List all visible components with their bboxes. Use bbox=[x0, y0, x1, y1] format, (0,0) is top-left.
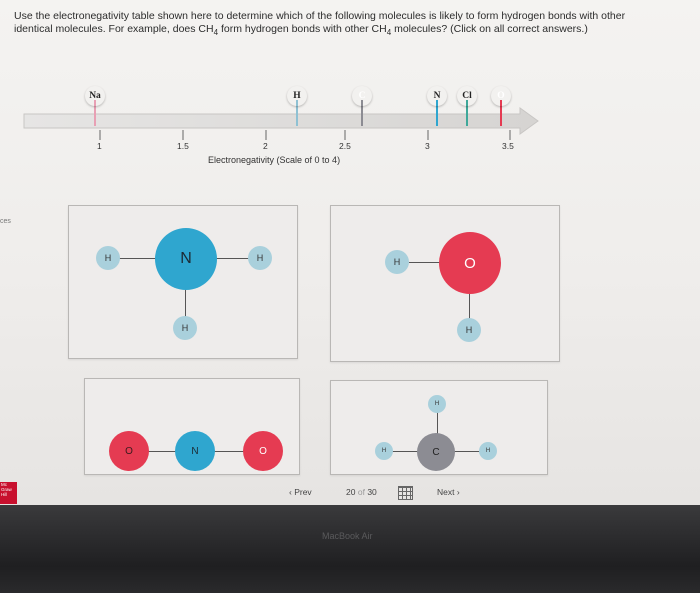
scale-axis-label: Electronegativity (Scale of 0 to 4) bbox=[208, 155, 341, 165]
hydrogen-atom: H bbox=[248, 246, 272, 270]
bond bbox=[469, 270, 470, 324]
hydrogen-atom: H bbox=[457, 318, 481, 342]
tick-label: 2 bbox=[263, 141, 268, 151]
answer-card-no2[interactable]: O N O bbox=[84, 378, 300, 475]
tick-label: 1.5 bbox=[177, 141, 189, 151]
question-line-1: Use the electronegativity table shown he… bbox=[14, 10, 626, 22]
left-side-tab[interactable]: ces bbox=[0, 218, 11, 225]
question-text: Use the electronegativity table shown he… bbox=[14, 10, 626, 38]
tick-label: 2.5 bbox=[339, 141, 351, 151]
tick-label: 3.5 bbox=[502, 141, 514, 151]
carbon-atom: C bbox=[417, 433, 455, 471]
hydrogen-atom: H bbox=[96, 246, 120, 270]
electronegativity-scale bbox=[0, 78, 700, 178]
chevron-left-icon: ‹ bbox=[289, 487, 295, 497]
element-n: N bbox=[427, 86, 447, 106]
oxygen-atom: O bbox=[109, 431, 149, 471]
nitrogen-atom: N bbox=[155, 228, 217, 290]
element-cl: Cl bbox=[457, 86, 477, 106]
hydrogen-atom: H bbox=[479, 442, 497, 460]
element-na: Na bbox=[85, 86, 105, 106]
bond bbox=[437, 411, 438, 437]
chevron-right-icon: › bbox=[454, 487, 460, 497]
bezel-brand-text: MacBook Air bbox=[322, 531, 373, 541]
oxygen-atom: O bbox=[243, 431, 283, 471]
hydrogen-atom: H bbox=[428, 395, 446, 413]
nitrogen-atom: N bbox=[175, 431, 215, 471]
answer-card-nh3[interactable]: H N H H bbox=[68, 205, 298, 359]
answer-card-h2o[interactable]: H O H bbox=[330, 205, 560, 362]
next-button[interactable]: Next › bbox=[437, 487, 460, 497]
page-indicator: 20 of 30 bbox=[346, 487, 377, 497]
hydrogen-atom: H bbox=[173, 316, 197, 340]
element-o: O bbox=[491, 86, 511, 106]
tick-label: 1 bbox=[97, 141, 102, 151]
hydrogen-atom: H bbox=[385, 250, 409, 274]
element-c: C bbox=[352, 86, 372, 106]
tick-label: 3 bbox=[425, 141, 430, 151]
bond bbox=[185, 266, 186, 324]
laptop-bezel bbox=[0, 505, 700, 593]
scale-arrow bbox=[23, 100, 539, 140]
oxygen-atom: O bbox=[439, 232, 501, 294]
prev-button[interactable]: ‹ Prev bbox=[289, 487, 312, 497]
element-h: H bbox=[287, 86, 307, 106]
hydrogen-atom: H bbox=[375, 442, 393, 460]
answer-card-ch4[interactable]: H H C H bbox=[330, 380, 548, 475]
quiz-screen: Use the electronegativity table shown he… bbox=[0, 0, 700, 505]
grid-icon[interactable] bbox=[398, 486, 413, 500]
